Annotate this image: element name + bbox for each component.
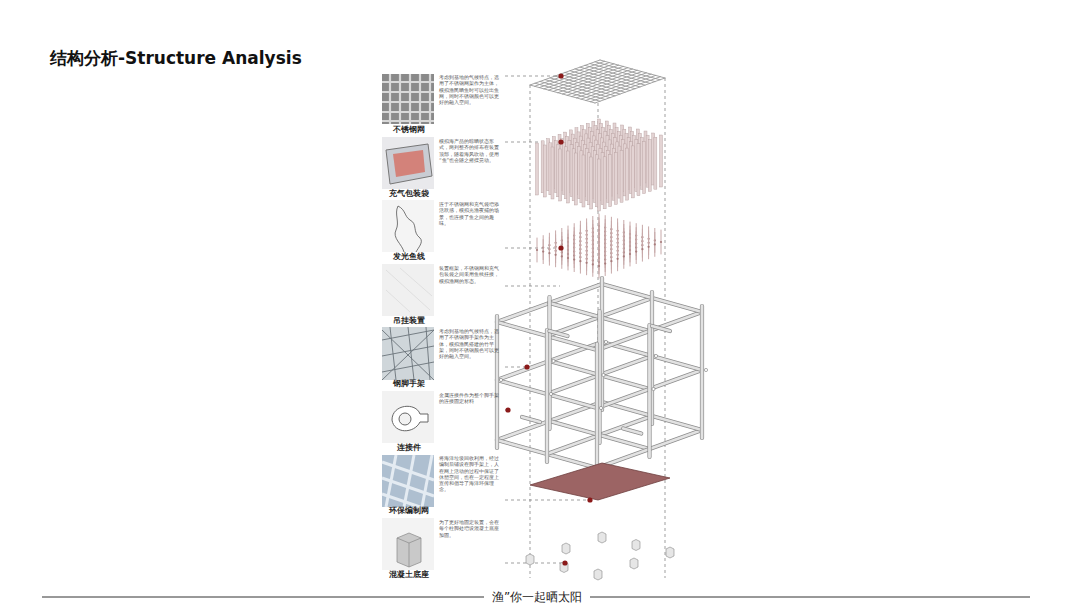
material-description: 连于不锈钢网和充气袋增添活跃感，模拟光渔夜捕的场景，也连接了鱼之间的趣味。 [439, 201, 503, 226]
material-description: 考虑到基地的气候特点，选用了不锈钢网架作为主体，模拟渔民晒鱼时可以拉出鱼网，同时… [439, 74, 503, 105]
material-description: 模拟海产品的晾晒状态形式，两列整齐的排布在装置顶部，随着海风吹动，使用“鱼”也会… [439, 138, 503, 163]
material-name: 不锈钢网 [382, 126, 436, 134]
material-item: 钢脚手架 考虑到基地的气候特点，选用了不锈钢脚手架作为主体，模拟渔民搭建的竹竿架，… [382, 326, 506, 389]
material-description: 将海洋垃圾回收利用，经过编制后铺设在脚手架上，人在网上活动的过程中保证了休憩空间… [439, 455, 503, 493]
material-item: 充气包装袋 模拟海产品的晾晒状态形式，两列整齐的排布在装置顶部，随着海风吹动，使用… [382, 136, 506, 199]
material-item: 发光鱼线 连于不锈钢网和充气袋增添活跃感，模拟光渔夜捕的场景，也连接了鱼之间的趣味… [382, 199, 506, 262]
page-caption: 渔”你一起晒太阳 [484, 589, 590, 606]
material-name: 连接件 [382, 444, 436, 452]
material-item: 连接件 金属连接件作为整个脚手架的连接固定材料 [382, 390, 506, 453]
material-name: 环保编制网 [382, 507, 436, 515]
material-description: 金属连接件作为整个脚手架的连接固定材料 [439, 392, 503, 405]
material-description: 考虑到基地的气候特点，选用了不锈钢脚手架作为主体，模拟渔民搭建的竹竿架，同时不锈… [439, 328, 503, 359]
material-name: 混凝土底座 [382, 571, 436, 579]
material-description: 装置框架，不锈钢网和充气包装袋之间采用鱼线挂接，模拟渔网的形态。 [439, 265, 503, 284]
material-name: 发光鱼线 [382, 253, 436, 261]
material-name: 钢脚手架 [382, 380, 436, 388]
marker-dots [505, 73, 592, 565]
material-name: 吊挂装置 [382, 317, 436, 325]
material-name: 充气包装袋 [382, 190, 436, 198]
page-title: 结构分析-Structure Analysis [50, 47, 302, 70]
material-item: 吊挂装置 装置框架，不锈钢网和充气包装袋之间采用鱼线挂接，模拟渔网的形态。 [382, 263, 506, 326]
material-item: 混凝土底座 为了更好地固定装置，会在每个柱脚处增设混凝土底座加固。 [382, 517, 506, 580]
exploded-axonometric [497, 60, 708, 580]
material-item: 环保编制网 将海洋垃圾回收利用，经过编制后铺设在脚手架上，人在网上活动的过程中保证… [382, 453, 506, 516]
guide-lines [505, 76, 665, 578]
material-item: 不锈钢网 考虑到基地的气候特点，选用了不锈钢网架作为主体，模拟渔民晒鱼时可以拉出鱼… [382, 72, 506, 135]
material-description: 为了更好地固定装置，会在每个柱脚处增设混凝土底座加固。 [439, 519, 503, 538]
